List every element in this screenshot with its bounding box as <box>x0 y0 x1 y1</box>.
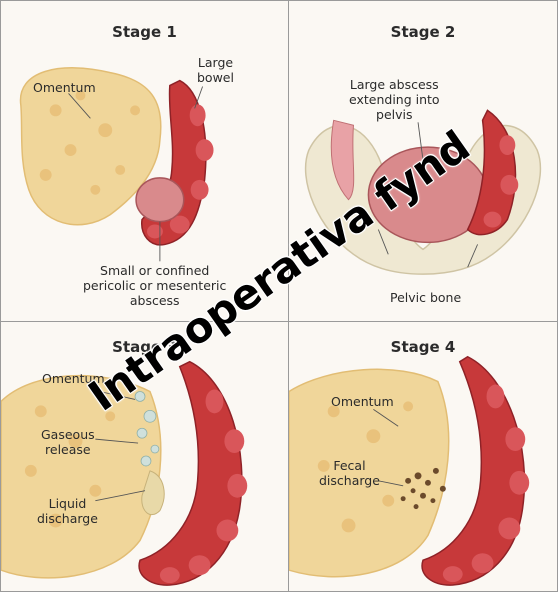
small-abscess-label-line-1: Small or confined <box>83 263 226 278</box>
liquid-discharge-label-line-2: discharge <box>37 511 98 526</box>
small-abscess-label-line-2: pericolic or mesenteric <box>83 278 226 293</box>
large-abscess-label-line-2: extending into <box>349 92 440 107</box>
stage-2-title: Stage 2 <box>289 23 557 41</box>
fecal-discharge-label: Fecal discharge <box>319 458 380 488</box>
fecal-discharge-label-line-2: discharge <box>319 473 380 488</box>
large-bowel-label-line-2: bowel <box>197 70 234 85</box>
large-bowel-label-line-1: Large <box>197 55 234 70</box>
pelvic-bone-label: Pelvic bone <box>390 290 461 305</box>
large-bowel-label: Large bowel <box>197 55 234 85</box>
stage-4-title: Stage 4 <box>289 338 557 356</box>
gaseous-release-label-line-1: Gaseous <box>41 427 95 442</box>
small-abscess-shape <box>136 178 184 222</box>
gaseous-release-label: Gaseous release <box>41 427 95 457</box>
stage-2-illustration <box>289 1 557 321</box>
omentum-label-4: Omentum <box>331 394 394 409</box>
omentum-label: Omentum <box>33 80 96 95</box>
stage-4-panel: Stage 4 Omentum Fecal discharge <box>288 321 558 592</box>
gaseous-release-label-line-2: release <box>41 442 95 457</box>
stage-2-panel: Stage 2 Large abscess extending into pel… <box>288 0 558 322</box>
stage-3-panel: Stage 3 Omentum Gaseous release Liquid d… <box>0 321 289 592</box>
omentum-shape-3 <box>1 376 161 578</box>
stage-4-illustration <box>289 322 557 591</box>
large-abscess-label-line-1: Large abscess <box>349 77 440 92</box>
small-abscess-label-line-3: abscess <box>83 293 226 308</box>
large-abscess-label: Large abscess extending into pelvis <box>349 77 440 122</box>
liquid-discharge-label: Liquid discharge <box>37 496 98 526</box>
small-abscess-label: Small or confined pericolic or mesenteri… <box>83 263 226 308</box>
stage-3-title: Stage 3 <box>1 338 288 356</box>
stage-1-title: Stage 1 <box>1 23 288 41</box>
large-abscess-label-line-3: pelvis <box>349 107 440 122</box>
liquid-discharge-label-line-1: Liquid <box>37 496 98 511</box>
omentum-label-3: Omentum <box>42 371 105 386</box>
stage-1-panel: Stage 1 Omentum Large bowel Small or con… <box>0 0 289 322</box>
fecal-discharge-label-line-1: Fecal <box>319 458 380 473</box>
